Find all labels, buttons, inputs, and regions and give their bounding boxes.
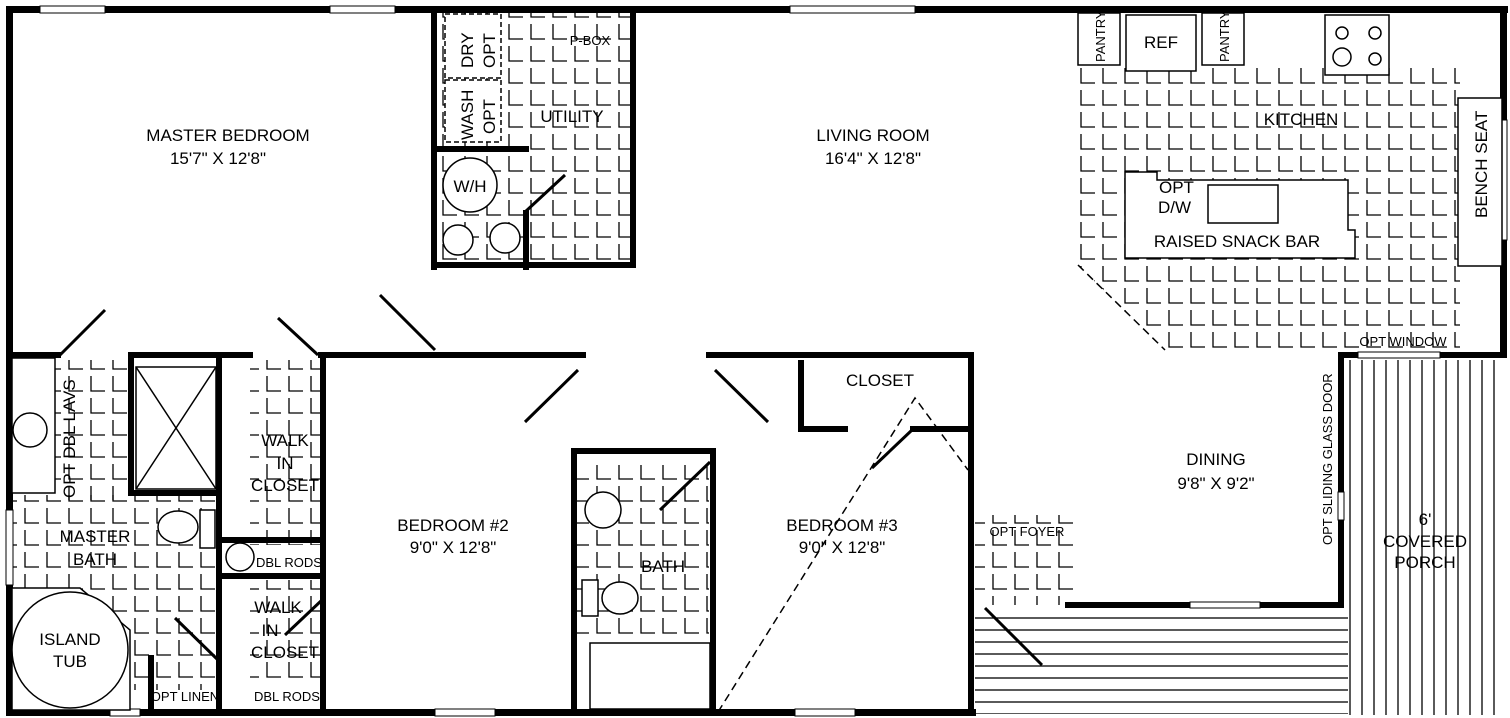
bench-seat-label: BENCH SEAT — [1472, 111, 1491, 218]
wash-line1: WASH — [458, 90, 477, 140]
opt-dw-line2: D/W — [1158, 198, 1191, 217]
dry-line2: OPT — [480, 33, 499, 68]
dashed-kitchen-edge — [1077, 264, 1166, 351]
bath-name: BATH — [641, 557, 685, 576]
bedroom3-size: 9'0" X 12'8" — [799, 538, 886, 557]
snack-bar-label: RAISED SNACK BAR — [1154, 232, 1320, 251]
utility-name: UTILITY — [540, 107, 603, 126]
windows — [5, 5, 1508, 717]
doors — [58, 173, 1044, 667]
pbox-label: P-BOX — [570, 33, 611, 48]
master-bedroom-name: MASTER BEDROOM — [146, 126, 309, 145]
walk-in-2-line2: IN — [262, 621, 279, 640]
dashed-opt-wall — [717, 396, 969, 713]
walk-in-2-line1: WALK — [254, 598, 302, 617]
porch-line1: 6' — [1419, 510, 1432, 529]
opt-sliding-door-label: OPT SLIDING GLASS DOOR — [1320, 373, 1335, 545]
closet-label: CLOSET — [846, 371, 914, 390]
bedroom2-size: 9'0" X 12'8" — [410, 538, 497, 557]
opt-linen-label: OPT LINEN — [151, 689, 219, 704]
tile-floors — [12, 12, 1460, 690]
bedroom3-name: BEDROOM #3 — [786, 516, 897, 535]
opt-dbl-lavs-label: OPT DBL LAVS — [60, 379, 79, 498]
kitchen-fixtures — [1077, 12, 1503, 267]
porch-line2: COVERED — [1383, 532, 1467, 551]
dining-size: 9'8" X 9'2" — [1177, 474, 1254, 493]
walk-in-1-line2: IN — [277, 454, 294, 473]
living-room-size: 16'4" X 12'8" — [825, 149, 921, 168]
opt-foyer-label: OPT FOYER — [990, 524, 1065, 539]
porch-line3: PORCH — [1394, 553, 1455, 572]
opt-window-label: OPT WINDOW — [1359, 334, 1447, 349]
walk-in-1-line1: WALK — [261, 431, 309, 450]
pantry-right-label: PANTRY — [1217, 10, 1232, 62]
utility-fixtures — [225, 13, 521, 572]
dry-line1: DRY — [458, 32, 477, 68]
dbl-rods-1-label: DBL RODS — [256, 555, 322, 570]
pantry-left-label: PANTRY — [1093, 10, 1108, 62]
master-bath-line1: MASTER — [60, 527, 131, 546]
master-bath-line2: BATH — [73, 550, 117, 569]
bath-fixtures — [11, 357, 711, 711]
ref-label: REF — [1144, 33, 1178, 52]
living-room-name: LIVING ROOM — [816, 126, 929, 145]
wash-line2: OPT — [480, 99, 499, 134]
porch-deck-bottom — [975, 608, 1348, 714]
dbl-rods-2-label: DBL RODS — [254, 689, 320, 704]
opt-dw-line1: OPT — [1159, 178, 1194, 197]
master-bedroom-size: 15'7" X 12'8" — [170, 149, 266, 168]
porch-deck-right — [1348, 360, 1502, 715]
island-tub-line2: TUB — [53, 652, 87, 671]
island-tub-line1: ISLAND — [39, 630, 100, 649]
wh-label: W/H — [453, 177, 486, 196]
walk-in-2-line3: CLOSET — [251, 643, 319, 662]
dining-name: DINING — [1186, 450, 1246, 469]
kitchen-name: KITCHEN — [1264, 110, 1339, 129]
walk-in-1-line3: CLOSET — [251, 476, 319, 495]
bedroom2-name: BEDROOM #2 — [397, 516, 508, 535]
